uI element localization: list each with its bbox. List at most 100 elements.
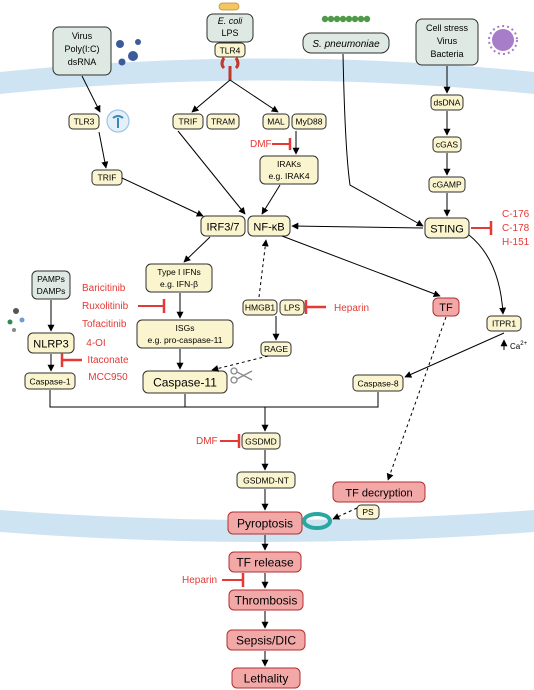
heparin-bottom-label: Heparin bbox=[182, 575, 217, 586]
trif-left-label: TRIF bbox=[98, 173, 117, 183]
iraks-line-1: IRAKs bbox=[277, 159, 301, 169]
ps-node: PS bbox=[356, 504, 380, 520]
dmf-gsdmd-label: DMF bbox=[196, 436, 218, 447]
sepsis-node: Sepsis/DIC bbox=[226, 629, 306, 651]
dmf-gsdmd-inhibitor bbox=[220, 434, 241, 448]
trif-top-node: TRIF bbox=[172, 113, 204, 130]
tf-decryption-node: TF decryption bbox=[332, 481, 426, 503]
pamps-dots-icon bbox=[7, 308, 25, 332]
caspase1-label: Caspase-1 bbox=[29, 377, 70, 387]
mcc950-label: MCC950 bbox=[88, 372, 128, 383]
heparin-top-label: Heparin bbox=[334, 303, 369, 314]
pamps-line-1: PAMPs bbox=[37, 274, 65, 284]
heparin-top-inhibitor bbox=[304, 300, 326, 314]
virus-line-2: Poly(I:C) bbox=[64, 44, 99, 54]
ecoli-label: E. coli bbox=[218, 16, 244, 26]
cell-stress-line-2: Virus bbox=[437, 36, 458, 46]
itpr1-label: ITPR1 bbox=[492, 319, 516, 329]
lps-label: LPS bbox=[284, 303, 300, 313]
ruxolitinib-label: Ruxolitinib bbox=[82, 301, 129, 312]
itpr1-node: ITPR1 bbox=[486, 315, 522, 332]
pyroptosis-label: Pyroptosis bbox=[237, 517, 293, 531]
c178-label: C-178 bbox=[502, 223, 530, 234]
tlr3-label: TLR3 bbox=[74, 117, 95, 127]
pyroptosis-node: Pyroptosis bbox=[227, 511, 303, 535]
ecoli-source-box: E. coli LPS bbox=[206, 13, 254, 43]
ca-superscript: 2+ bbox=[520, 341, 527, 347]
tf-release-label: TF release bbox=[236, 556, 294, 570]
mal-label: MAL bbox=[267, 117, 285, 127]
mal-node: MAL bbox=[262, 113, 290, 130]
iraks-line-2: e.g. IRAK4 bbox=[268, 171, 309, 181]
tf-label: TF bbox=[439, 302, 453, 314]
hmgb1-node: HMGB1 bbox=[242, 299, 278, 316]
virus-icon bbox=[116, 39, 141, 66]
ps-label: PS bbox=[362, 507, 374, 517]
caspase1-node: Caspase-1 bbox=[24, 372, 76, 390]
lps-node: LPS bbox=[279, 299, 305, 316]
calcium-label: Ca2+ bbox=[510, 341, 528, 351]
isgs-line-1: ISGs bbox=[176, 323, 195, 333]
tlr4-receptor-icon bbox=[220, 57, 240, 80]
jak-inhibitor bbox=[138, 299, 166, 313]
cgamp-node: cGAMP bbox=[428, 176, 466, 193]
tofacitinib-label: Tofacitinib bbox=[82, 319, 127, 330]
s-pneumoniae-label: S. pneumoniae bbox=[312, 39, 380, 50]
virus-source-box: Virus Poly(I:C) dsRNA bbox=[52, 26, 112, 76]
cell-stress-box: Cell stress Virus Bacteria bbox=[415, 18, 479, 66]
tf-node: TF bbox=[432, 297, 460, 317]
type1-line-2: e.g. IFN-β bbox=[160, 279, 198, 289]
thrombosis-node: Thrombosis bbox=[228, 589, 304, 611]
caspase11-node: Caspase-11 bbox=[142, 370, 228, 394]
isgs-node: ISGs e.g. pro-caspase-11 bbox=[136, 319, 234, 349]
ecoli-bacterium-icon bbox=[218, 2, 240, 11]
pamps-node: PAMPs DAMPs bbox=[31, 270, 71, 300]
virus-line-3: dsRNA bbox=[68, 57, 97, 67]
arrows bbox=[47, 53, 507, 667]
tram-label: TRAM bbox=[211, 117, 235, 127]
pamps-line-2: DAMPs bbox=[37, 286, 66, 296]
s-pneumoniae-box: S. pneumoniae bbox=[302, 32, 390, 54]
virus-line-1: Virus bbox=[72, 31, 93, 41]
cgas-label: cGAS bbox=[436, 140, 459, 150]
rage-label: RAGE bbox=[264, 344, 288, 354]
irf37-node: IRF3/7 bbox=[200, 215, 246, 237]
hmgb1-label: HMGB1 bbox=[245, 303, 276, 313]
tlr3-node: TLR3 bbox=[68, 113, 100, 130]
irf37-label: IRF3/7 bbox=[206, 222, 239, 234]
lethality-node: Lethality bbox=[231, 667, 301, 689]
dsdna-label: dsDNA bbox=[434, 98, 461, 108]
c176-label: C-176 bbox=[502, 209, 530, 220]
cell-stress-line-3: Bacteria bbox=[430, 49, 463, 59]
streptococcus-chain-icon bbox=[321, 15, 371, 23]
lethality-label: Lethality bbox=[244, 672, 289, 686]
type1-ifns-node: Type I IFNs e.g. IFN-β bbox=[145, 263, 213, 293]
nlrp3-inhibitor bbox=[60, 353, 82, 367]
tlr3-receptor-icon bbox=[106, 109, 130, 133]
gsdmd-node: GSDMD bbox=[241, 432, 281, 450]
dmf-top-inhibitor bbox=[272, 138, 292, 150]
nfkb-label: NF-κB bbox=[253, 222, 284, 234]
trif-top-label: TRIF bbox=[179, 117, 198, 127]
cgamp-label: cGAMP bbox=[432, 180, 462, 190]
thrombosis-label: Thrombosis bbox=[235, 594, 298, 608]
tlr4-node: TLR4 bbox=[214, 42, 246, 58]
gsdmd-nt-node: GSDMD-NT bbox=[236, 471, 296, 489]
isgs-line-2: e.g. pro-caspase-11 bbox=[148, 335, 223, 345]
top-membrane bbox=[0, 58, 534, 94]
sting-inhibitor bbox=[471, 221, 493, 235]
rage-node: RAGE bbox=[260, 341, 292, 357]
sting-node: STING bbox=[424, 217, 470, 239]
cell-stress-virus-icon bbox=[488, 25, 518, 55]
gsdmd-label: GSDMD bbox=[245, 437, 277, 447]
scissors-icon bbox=[230, 367, 253, 384]
type1-line-1: Type I IFNs bbox=[157, 267, 200, 277]
gsdmd-nt-label: GSDMD-NT bbox=[243, 476, 289, 486]
nfkb-node: NF-κB bbox=[247, 215, 291, 237]
nlrp3-label: NLRP3 bbox=[33, 339, 68, 351]
dsdna-node: dsDNA bbox=[430, 94, 464, 111]
heparin-bottom-inhibitor bbox=[222, 573, 245, 587]
caspase11-label: Caspase-11 bbox=[153, 376, 217, 390]
nlrp3-node: NLRP3 bbox=[27, 332, 75, 354]
dmf-top-label: DMF bbox=[250, 139, 272, 150]
